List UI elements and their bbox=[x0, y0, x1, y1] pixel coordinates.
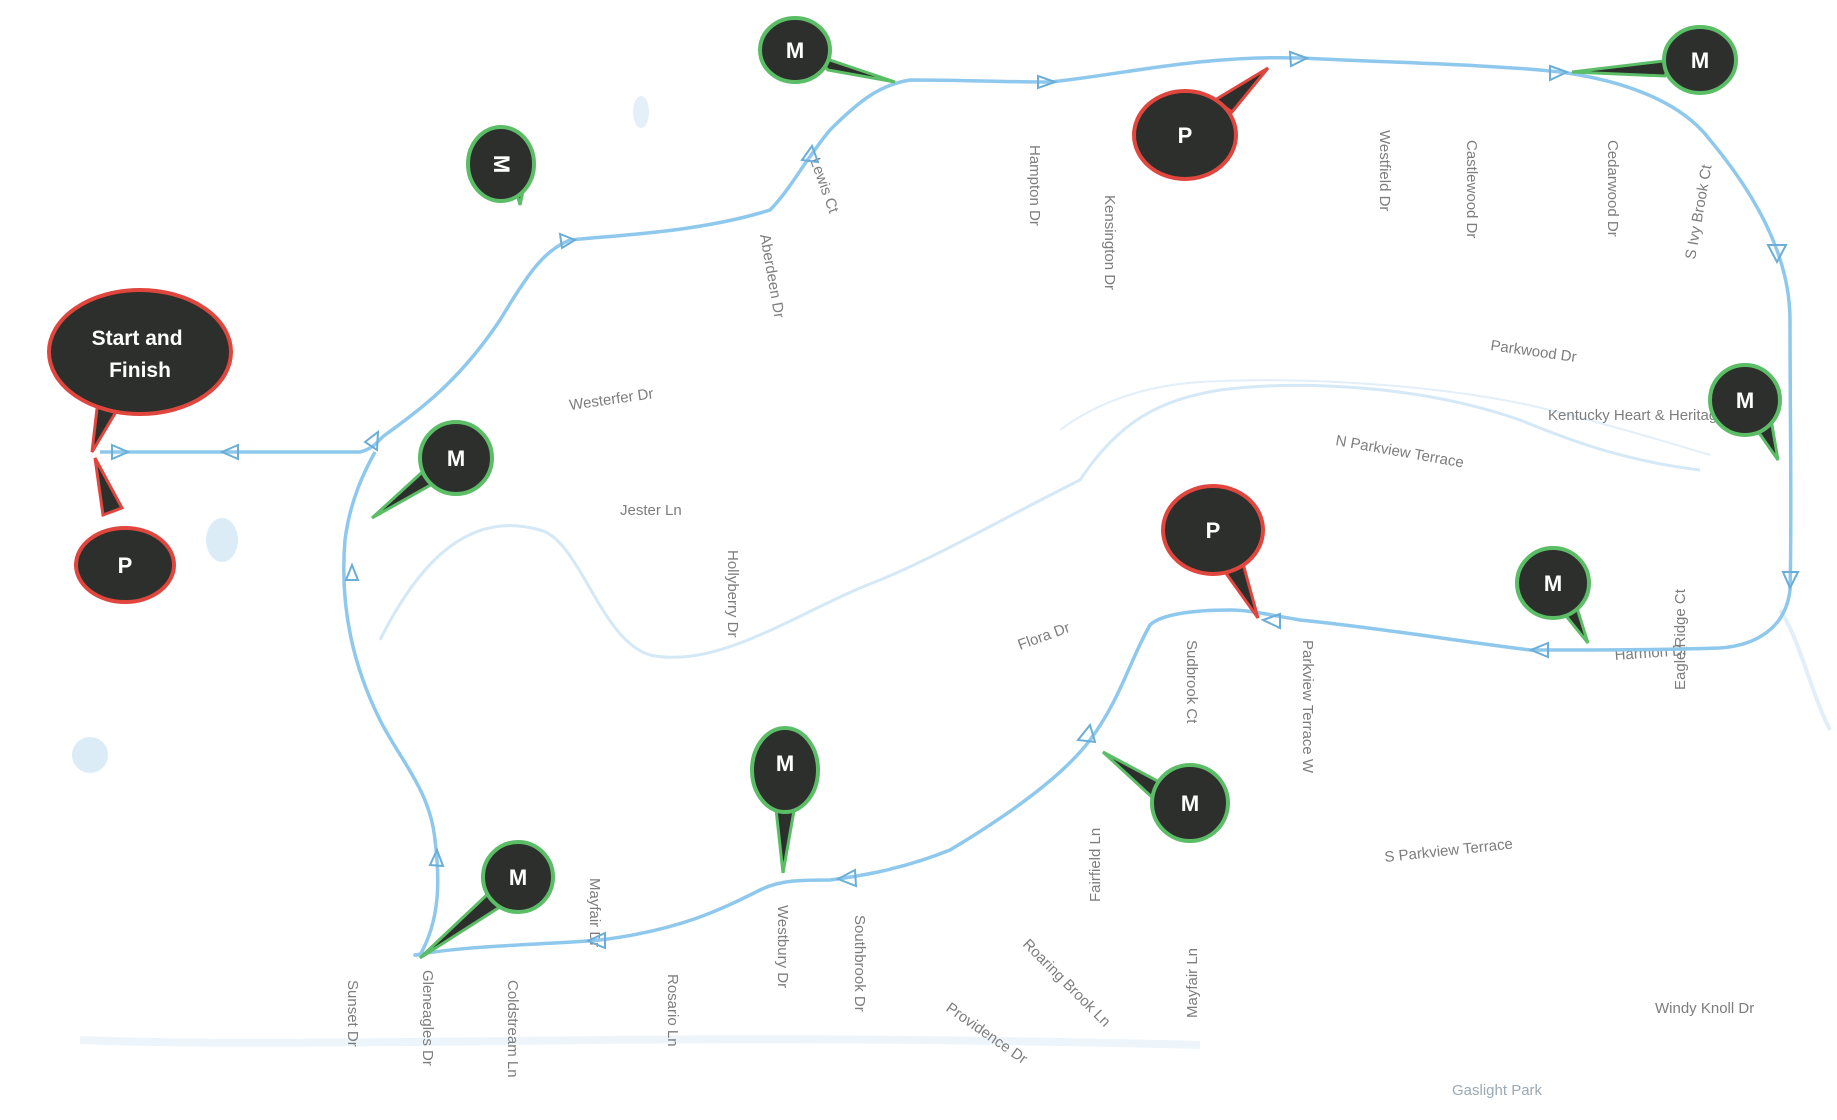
water-features bbox=[72, 96, 1832, 1049]
mile-marker-6[interactable]: M bbox=[1101, 750, 1230, 843]
arrow-icon bbox=[835, 868, 858, 888]
map-pin-icon: M bbox=[1736, 388, 1754, 413]
street-label: Gleneagles Dr bbox=[419, 970, 436, 1066]
street-label: Sunset Dr bbox=[344, 980, 361, 1047]
arrow-icon bbox=[1781, 571, 1800, 591]
arrow-icon bbox=[1260, 612, 1281, 630]
mile-marker-2[interactable]: M bbox=[758, 16, 896, 84]
park-label: Gaslight Park bbox=[1452, 1082, 1543, 1099]
street-label: Westfield Dr bbox=[1376, 130, 1393, 211]
map-pin-icon: M bbox=[509, 865, 527, 890]
street-label: Parkview Terrace W bbox=[1299, 640, 1316, 774]
street-label: Parkwood Dr bbox=[1489, 337, 1577, 366]
mile-marker-7[interactable]: M bbox=[750, 726, 820, 874]
street-label: Castlewood Dr bbox=[1463, 140, 1480, 238]
arrow-icon bbox=[344, 562, 360, 581]
arrow-icon bbox=[1549, 64, 1570, 82]
parking-marker-2[interactable]: P bbox=[1132, 66, 1270, 181]
map-pin-icon: M bbox=[1544, 571, 1562, 596]
street-label: Hampton Dr bbox=[1026, 145, 1043, 226]
arrow-icon bbox=[363, 429, 380, 452]
street-label: Westerfer Dr bbox=[568, 385, 654, 414]
street-label: S Ivy Brook Ct bbox=[1682, 163, 1716, 261]
street-label: Kensington Dr bbox=[1101, 195, 1118, 290]
parking-markers: P P P bbox=[74, 66, 1270, 619]
street-label: Hollyberry Dr bbox=[724, 550, 741, 638]
arrow-icon bbox=[111, 443, 131, 461]
map-pin-icon: P bbox=[118, 553, 133, 578]
street-label: S Parkview Terrace bbox=[1384, 836, 1514, 866]
street-label: Mayfair Ln bbox=[1184, 948, 1201, 1018]
map-pin-icon: M bbox=[786, 38, 804, 63]
pond bbox=[633, 96, 649, 128]
park-label: Kentucky Heart & Heritage Park bbox=[1548, 407, 1761, 424]
street-label: Providence Dr bbox=[943, 999, 1031, 1067]
street-label: Southbrook Dr bbox=[851, 915, 868, 1012]
street-label: Aberdeen Dr bbox=[756, 233, 788, 320]
street-label: Windy Knoll Dr bbox=[1655, 1000, 1754, 1017]
mile-marker-9[interactable]: M bbox=[370, 420, 494, 520]
map-pin-icon: P bbox=[1206, 518, 1221, 543]
creek bbox=[79, 1035, 1201, 1049]
street-label: Eagle Ridge Ct bbox=[1672, 588, 1689, 690]
arrow-icon bbox=[800, 143, 820, 164]
start-finish-marker[interactable]: Start and Finish bbox=[47, 288, 233, 453]
map-pin-icon: M bbox=[1691, 48, 1709, 73]
arrow-icon bbox=[428, 847, 445, 868]
parking-marker-1[interactable]: P bbox=[74, 457, 176, 604]
street-label: Fairfield Ln bbox=[1087, 828, 1104, 902]
pond bbox=[206, 518, 238, 562]
parking-marker-3[interactable]: P bbox=[1161, 484, 1265, 619]
map-pin-icon: M bbox=[447, 446, 465, 471]
street-label: Westbury Dr bbox=[774, 905, 791, 988]
street-label: N Parkview Terrace bbox=[1334, 432, 1465, 471]
arrow-icon bbox=[1037, 74, 1059, 90]
arrow-icon bbox=[558, 232, 578, 250]
creek bbox=[1059, 379, 1711, 456]
mile-marker-1[interactable]: M bbox=[466, 125, 536, 206]
pond bbox=[72, 737, 108, 773]
arrow-icon bbox=[1766, 244, 1788, 265]
race-route bbox=[100, 55, 1793, 957]
arrow-icon bbox=[1528, 641, 1549, 659]
arrow-icon bbox=[585, 931, 606, 950]
arrow-icon bbox=[1076, 722, 1097, 744]
start-finish-label: Start and Finish bbox=[92, 327, 189, 382]
direction-arrows bbox=[111, 50, 1800, 950]
street-label: Coldstream Ln bbox=[504, 980, 521, 1078]
mile-markers: M M M M M M M bbox=[370, 16, 1782, 960]
mile-marker-8[interactable]: M bbox=[418, 840, 555, 960]
creek bbox=[378, 383, 1701, 659]
arrow-icon bbox=[219, 443, 239, 461]
street-label: Flora Dr bbox=[1016, 619, 1073, 654]
creek bbox=[1778, 608, 1832, 731]
map-pin-icon: M bbox=[1181, 791, 1199, 816]
street-label: Mayfair Dr bbox=[586, 878, 603, 947]
street-label: Roaring Brook Ln bbox=[1019, 936, 1114, 1031]
street-label: Cedarwood Dr bbox=[1604, 140, 1621, 237]
mile-marker-3[interactable]: M bbox=[1571, 25, 1738, 95]
street-label: Lewis Ct bbox=[806, 156, 842, 217]
mile-marker-5[interactable]: M bbox=[1515, 546, 1591, 644]
map-pin-icon: P bbox=[1178, 123, 1193, 148]
street-label: Jester Ln bbox=[620, 502, 682, 519]
mile-marker-4[interactable]: M bbox=[1708, 363, 1782, 461]
street-label: Sudbrook Ct bbox=[1183, 640, 1200, 724]
map-pin-icon: M bbox=[489, 155, 514, 173]
arrow-icon bbox=[1288, 50, 1310, 68]
map-pin-icon: M bbox=[776, 751, 794, 776]
street-label: Rosario Ln bbox=[664, 974, 681, 1047]
